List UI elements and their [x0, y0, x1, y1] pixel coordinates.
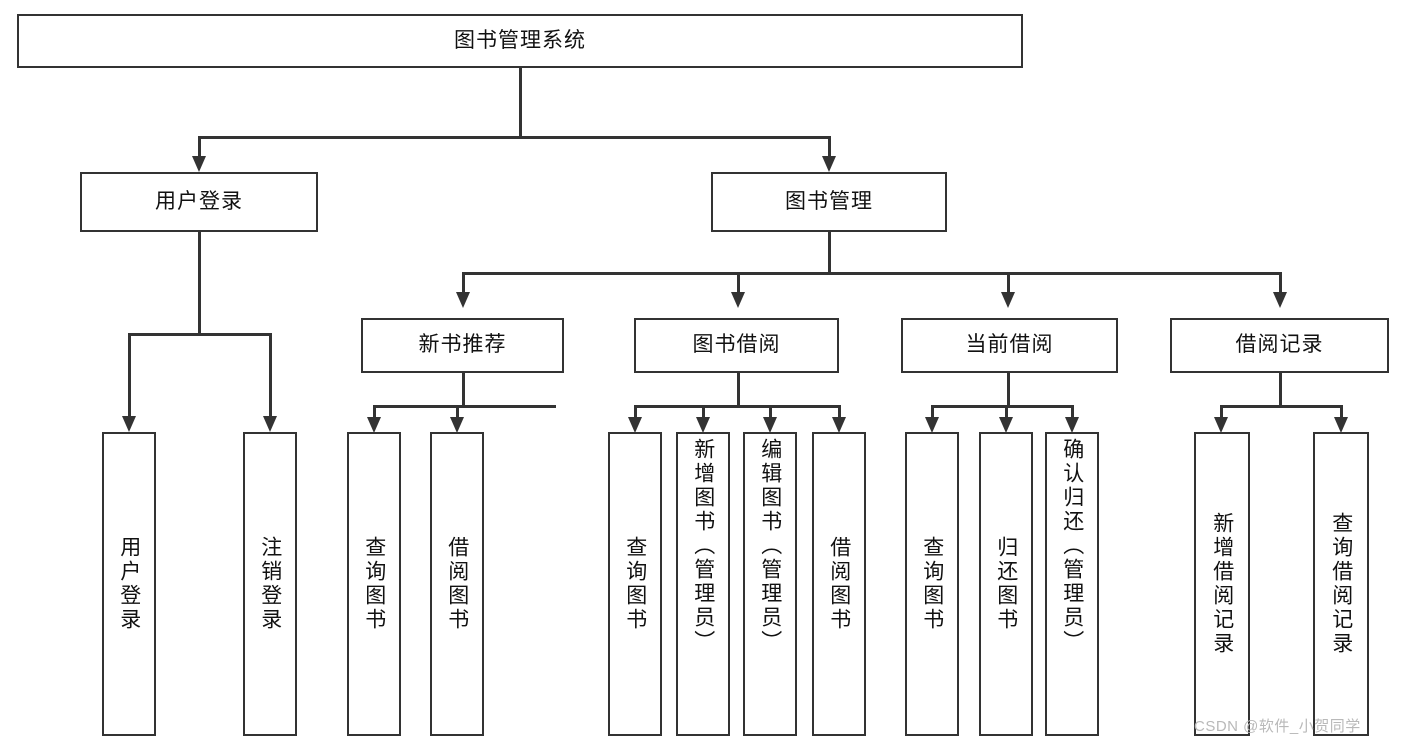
- arrow-bm-to-current-borrow: [1001, 292, 1015, 308]
- leaf-label: 新增借阅记录: [1210, 512, 1234, 656]
- connector-book-management-stem: [828, 232, 831, 274]
- arrow-bb-leaf-4: [832, 417, 846, 433]
- connector-borrow-record-stem: [1279, 373, 1282, 407]
- node-label: 图书管理: [785, 189, 873, 213]
- leaf-label: 用户登录: [117, 536, 141, 632]
- connector-root-stem: [519, 68, 522, 136]
- arrow-bb-leaf-3: [763, 417, 777, 433]
- node-root-book-management-system[interactable]: 图书管理系统: [17, 14, 1023, 68]
- arrow-root-to-book-management: [822, 156, 836, 172]
- connector-bb-leaf-3: [769, 405, 772, 419]
- leaf-label: 借阅图书: [827, 536, 851, 632]
- connector-bb-leaf-1: [634, 405, 637, 419]
- connector-cb-leaf-2: [1005, 405, 1008, 419]
- connector-book-borrow-stem: [737, 373, 740, 407]
- connector-bm-to-borrow-record: [1279, 272, 1282, 294]
- arrow-cb-leaf-1: [925, 417, 939, 433]
- connector-book-management-bar: [462, 272, 1280, 275]
- leaf-query-book-current[interactable]: 查询图书: [905, 432, 959, 736]
- leaf-query-borrow-record[interactable]: 查询借阅记录: [1313, 432, 1369, 736]
- node-label: 当前借阅: [965, 333, 1054, 357]
- connector-new-book-bar: [373, 405, 556, 408]
- node-label: 借阅记录: [1235, 333, 1324, 357]
- node-label: 新书推荐: [418, 333, 507, 357]
- leaf-label: 查询图书: [920, 536, 944, 632]
- arrow-bm-to-new-book: [456, 292, 470, 308]
- arrow-br-leaf-2: [1334, 417, 1348, 433]
- connector-br-leaf-2: [1340, 405, 1343, 419]
- connector-root-bar: [198, 136, 831, 139]
- leaf-label: 确认归还（管理员）: [1060, 438, 1084, 654]
- connector-nb-leaf-2: [456, 405, 459, 419]
- leaf-label: 归还图书: [994, 536, 1018, 632]
- leaf-label: 编辑图书（管理员）: [758, 438, 782, 654]
- connector-current-borrow-bar: [931, 405, 1073, 408]
- node-label: 图书管理系统: [454, 28, 586, 52]
- connector-bb-leaf-2: [702, 405, 705, 419]
- leaf-edit-book-admin[interactable]: 编辑图书（管理员）: [743, 432, 797, 736]
- connector-user-login-stem: [198, 232, 201, 335]
- connector-bm-to-new-book: [462, 272, 465, 294]
- connector-new-book-stem: [462, 373, 465, 407]
- arrow-user-login-to-leaf-2: [263, 416, 277, 432]
- connector-bb-leaf-4: [838, 405, 841, 419]
- leaf-label: 新增图书（管理员）: [691, 438, 715, 654]
- connector-cb-leaf-1: [931, 405, 934, 419]
- connector-bm-to-current-borrow: [1007, 272, 1010, 294]
- leaf-label: 查询图书: [362, 536, 386, 632]
- arrow-cb-leaf-2: [999, 417, 1013, 433]
- leaf-confirm-return-admin[interactable]: 确认归还（管理员）: [1045, 432, 1099, 736]
- leaf-label: 查询借阅记录: [1329, 512, 1353, 656]
- arrow-root-to-user-login: [192, 156, 206, 172]
- connector-borrow-record-bar: [1220, 405, 1342, 408]
- connector-user-login-bar: [128, 333, 271, 336]
- connector-current-borrow-stem: [1007, 373, 1010, 407]
- arrow-bb-leaf-2: [696, 417, 710, 433]
- node-label: 用户登录: [155, 189, 243, 213]
- connector-cb-leaf-3: [1071, 405, 1074, 419]
- leaf-logout[interactable]: 注销登录: [243, 432, 297, 736]
- arrow-user-login-to-leaf-1: [122, 416, 136, 432]
- leaf-borrow-book[interactable]: 借阅图书: [812, 432, 866, 736]
- node-new-book-recommend[interactable]: 新书推荐: [361, 318, 564, 373]
- leaf-query-book-borrow[interactable]: 查询图书: [608, 432, 662, 736]
- connector-nb-leaf-1: [373, 405, 376, 419]
- node-label: 图书借阅: [692, 333, 781, 357]
- leaf-add-book-admin[interactable]: 新增图书（管理员）: [676, 432, 730, 736]
- connector-book-borrow-bar: [634, 405, 839, 408]
- leaf-borrow-book-recommend[interactable]: 借阅图书: [430, 432, 484, 736]
- node-book-borrow[interactable]: 图书借阅: [634, 318, 839, 373]
- arrow-bm-to-book-borrow: [731, 292, 745, 308]
- leaf-query-book-recommend[interactable]: 查询图书: [347, 432, 401, 736]
- leaf-user-login[interactable]: 用户登录: [102, 432, 156, 736]
- connector-br-leaf-1: [1220, 405, 1223, 419]
- arrow-bm-to-borrow-record: [1273, 292, 1287, 308]
- connector-root-to-user-login: [198, 136, 201, 158]
- leaf-label: 查询图书: [623, 536, 647, 632]
- node-current-borrow[interactable]: 当前借阅: [901, 318, 1118, 373]
- arrow-br-leaf-1: [1214, 417, 1228, 433]
- arrow-nb-leaf-1: [367, 417, 381, 433]
- csdn-watermark: CSDN @软件_小贺同学: [1194, 718, 1361, 735]
- connector-user-login-to-leaf-1: [128, 333, 131, 418]
- connector-bm-to-book-borrow: [737, 272, 740, 294]
- node-book-management[interactable]: 图书管理: [711, 172, 947, 232]
- arrow-bb-leaf-1: [628, 417, 642, 433]
- leaf-label: 借阅图书: [445, 536, 469, 632]
- leaf-label: 注销登录: [258, 536, 282, 632]
- arrow-nb-leaf-2: [450, 417, 464, 433]
- leaf-add-borrow-record[interactable]: 新增借阅记录: [1194, 432, 1250, 736]
- leaf-return-book[interactable]: 归还图书: [979, 432, 1033, 736]
- connector-root-to-book-management: [828, 136, 831, 158]
- node-borrow-record[interactable]: 借阅记录: [1170, 318, 1389, 373]
- arrow-cb-leaf-3: [1065, 417, 1079, 433]
- connector-user-login-to-leaf-2: [269, 333, 272, 418]
- node-user-login[interactable]: 用户登录: [80, 172, 318, 232]
